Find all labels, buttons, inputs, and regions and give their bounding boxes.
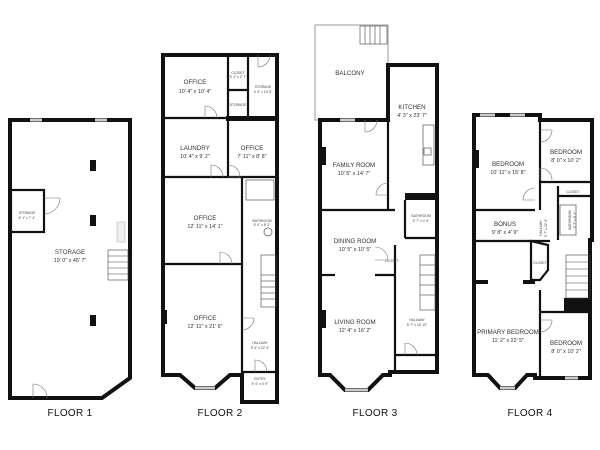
- stairs: [260, 254, 277, 308]
- room-dimensions: 10' 4" x 10' 4": [179, 89, 212, 95]
- floor-4-outline: [472, 113, 594, 390]
- room-dimensions: 3' 1" x 2' 7": [230, 75, 248, 79]
- room-label: FAMILY ROOM: [333, 162, 375, 169]
- floor-1-plan: STORAGE 19' 0" x 45' 7" STORAGE 5' 1" x …: [8, 118, 132, 419]
- room-label: STORAGE: [255, 85, 272, 89]
- room-label: KITCHEN: [398, 104, 425, 111]
- room-dimensions: 5' 7" x 4' 6": [413, 219, 431, 223]
- room-label: BALCONY: [335, 70, 365, 77]
- floor-2-plan: OFFICE 10' 4" x 10' 4" CLOSET 3' 1" x 2'…: [161, 53, 279, 419]
- room-label: LIVING ROOM: [334, 319, 375, 326]
- room-dimensions: 8' 0" x 10' 2": [551, 349, 581, 355]
- floor-3-plan: BALCONY KITCHEN 4' 3" x 23' 7" FAMILY RO…: [314, 24, 439, 419]
- room-dimensions: 5' 4" x 22' 4": [251, 346, 270, 350]
- room-label: HALLWAY: [539, 219, 543, 235]
- floor-1-label: FLOOR 1: [48, 408, 93, 419]
- room-dimensions: 11' 2" x 22' 5": [492, 338, 524, 344]
- room-dimensions: 10' 4" x 9' 2": [180, 154, 210, 160]
- room-dimensions: 12' 11" x 21' 6": [187, 324, 222, 330]
- door: [43, 197, 61, 215]
- room-label: BEDROOM: [492, 161, 524, 168]
- room-label: BEDROOM: [550, 340, 582, 347]
- room-dimensions: 5' 4" x 4' 9": [252, 382, 270, 386]
- room-label: CLOSET: [533, 261, 547, 265]
- room-label: OFFICE: [194, 215, 217, 222]
- room-dimensions: 10' 5" x 14' 7": [338, 171, 371, 177]
- stairs: [419, 254, 436, 311]
- room-dimensions: 10' 5" x 10' 5": [339, 247, 372, 253]
- room-label: BATHROOM: [252, 219, 272, 223]
- room-label: BATHROOM: [568, 210, 572, 230]
- room-dimensions: 19' 0" x 45' 7": [54, 258, 87, 264]
- room-label: LAUNDRY: [180, 145, 209, 152]
- room-dimensions: 10' 11" x 15' 8": [490, 170, 525, 176]
- stairs: [359, 25, 388, 45]
- floor-1-outline: [8, 118, 132, 400]
- room-label: BATHROOM: [411, 214, 431, 218]
- room-label: PRIMARY BEDROOM: [477, 329, 539, 336]
- floor-3-label: FLOOR 3: [353, 408, 398, 419]
- room-dimensions: 9' 8" x 4' 9": [492, 230, 519, 236]
- room-label: DINING ROOM: [334, 238, 377, 245]
- room-dimensions: 5' 7" x 18' 10": [407, 323, 428, 327]
- room-dimensions: 12' 4" x 16' 2": [339, 328, 372, 334]
- room-label: BONUS: [494, 221, 516, 228]
- room-dimensions: 12' 11" x 14' 1": [187, 224, 222, 230]
- room-dimensions: 4' 3" x 23' 7": [397, 113, 427, 119]
- room-label: OFFICE: [194, 315, 217, 322]
- floor-4-label: FLOOR 4: [508, 408, 553, 419]
- room-label: HALLWAY: [409, 318, 425, 322]
- room-dimensions: 5' 1" x 7' 4": [19, 216, 37, 220]
- floor-4-plan: BEDROOM 10' 11" x 15' 8" BEDROOM 8' 0" x…: [472, 113, 594, 419]
- room-label: STORAGE: [55, 249, 85, 256]
- room-label: BEDROOM: [550, 149, 582, 156]
- room-dimensions: 7' 11" x 8' 8": [237, 154, 266, 160]
- room-label: CLOSET: [231, 71, 245, 75]
- room-dimensions: 5' 7" x 8' 2": [573, 211, 577, 229]
- room-dimensions: 8' 0" x 10' 2": [551, 158, 581, 164]
- room-label: CLOSET: [385, 259, 399, 263]
- room-label: OFFICE: [184, 79, 207, 86]
- stairs: [565, 254, 591, 299]
- floor-2-label: FLOOR 2: [198, 408, 243, 419]
- room-dimensions: 5' 7" x 22' 6": [544, 218, 548, 237]
- room-label: CLOSET: [566, 190, 580, 194]
- room-label: ENTRY: [254, 377, 266, 381]
- stairs: [107, 249, 129, 281]
- room-label: HALLWAY: [252, 341, 268, 345]
- floor-2-outline: [161, 53, 279, 404]
- room-label: OFFICE: [241, 145, 264, 152]
- room-dimensions: 4' 4" x 10' 8": [254, 90, 273, 94]
- room-label: STORAGE: [19, 211, 36, 215]
- room-label: STORAGE: [230, 103, 247, 107]
- room-dimensions: 5' 4" x 8' 3": [254, 223, 272, 227]
- storage-closet-walls: [9, 188, 46, 234]
